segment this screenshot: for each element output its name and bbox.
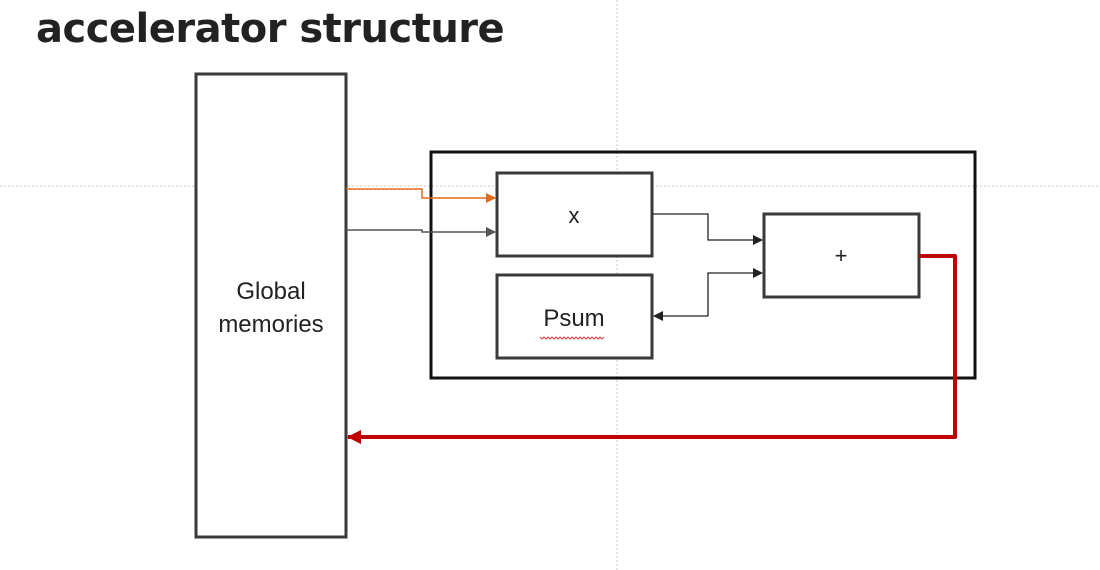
adder-label: + [835, 243, 848, 268]
multiplier-box [495, 171, 654, 258]
processing-element-box [429, 150, 977, 380]
multiplier-label: x [569, 203, 580, 228]
writeback-arrow [347, 254, 957, 444]
global-memory-label-line2: memories [218, 311, 323, 338]
slide-title: accelerator structure [36, 6, 505, 52]
psum-box [495, 273, 654, 360]
psum-label: Psum [543, 305, 604, 332]
operand-b-arrow [346, 227, 496, 237]
adder-box [762, 212, 921, 299]
psum-to-adder-arrow [707, 268, 763, 316]
psum-spellcheck-underline [539, 336, 605, 340]
global-memory-box [194, 72, 348, 539]
global-memory-label-line1: Global [236, 278, 305, 305]
operand-a-arrow [346, 188, 496, 203]
multiplier-to-adder-arrow [652, 213, 763, 245]
